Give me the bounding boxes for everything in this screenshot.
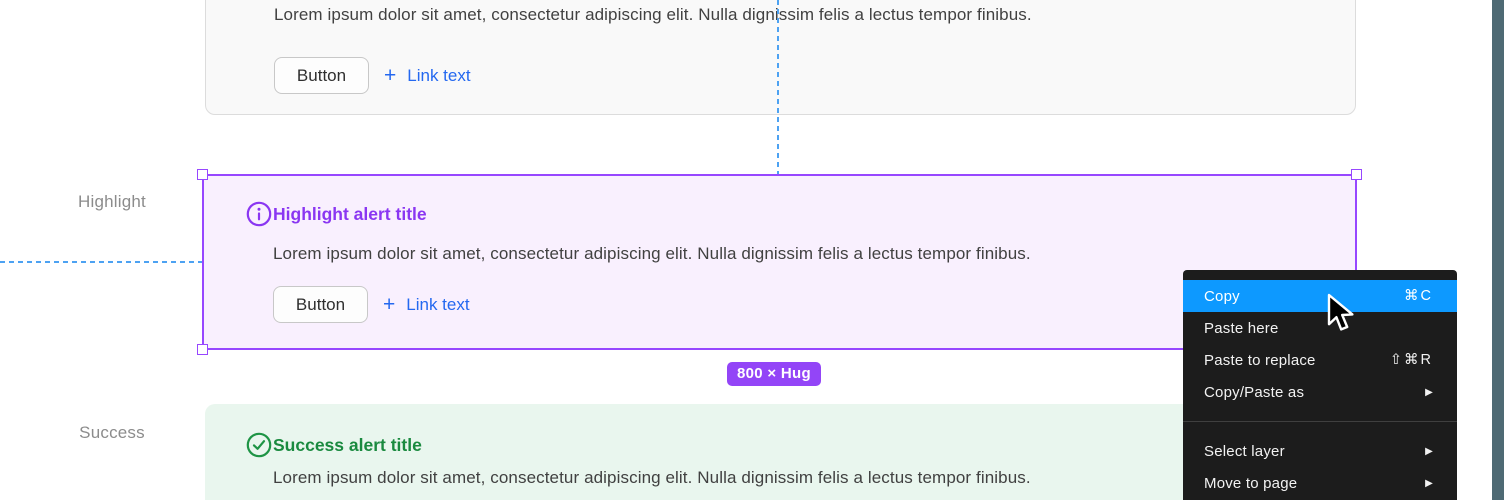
success-alert-card[interactable]: Success alert title Lorem ipsum dolor si… <box>205 404 1357 500</box>
menu-item-label: Paste here <box>1204 319 1279 337</box>
menu-item-label: Paste to replace <box>1204 351 1316 369</box>
selection-handle-top-right[interactable] <box>1351 169 1362 180</box>
highlight-alert-body: Lorem ipsum dolor sit amet, consectetur … <box>273 244 1031 263</box>
selection-handle-top-left[interactable] <box>197 169 208 180</box>
shortcut-paste-to-replace: ⇧⌘R <box>1389 352 1433 368</box>
success-alert-title: Success alert title <box>273 435 422 455</box>
menu-item-copy-paste-as[interactable]: Copy/Paste as ▶ <box>1183 376 1457 408</box>
submenu-arrow-icon: ▶ <box>1425 386 1433 398</box>
menu-item-label: Move to page <box>1204 474 1298 492</box>
highlight-alert-link[interactable]: + Link text <box>383 286 470 323</box>
menu-item-label: Copy/Paste as <box>1204 383 1305 401</box>
plus-icon: + <box>384 64 397 87</box>
menu-item-move-to-page[interactable]: Move to page ▶ <box>1183 467 1457 499</box>
menu-item-select-layer[interactable]: Select layer ▶ <box>1183 435 1457 467</box>
success-alert-body: Lorem ipsum dolor sit amet, consectetur … <box>273 468 1031 487</box>
default-alert-card[interactable]: Lorem ipsum dolor sit amet, consectetur … <box>205 0 1356 115</box>
alert-link[interactable]: + Link text <box>384 57 471 94</box>
menu-item-paste-here[interactable]: Paste here <box>1183 312 1457 344</box>
menu-item-copy[interactable]: Copy ⌘C <box>1183 280 1457 312</box>
menu-separator <box>1183 421 1457 422</box>
section-label-success: Success <box>79 423 145 442</box>
highlight-alert-button[interactable]: Button <box>273 286 368 323</box>
info-icon <box>246 201 272 227</box>
menu-item-label: Select layer <box>1204 442 1285 460</box>
section-label-highlight: Highlight <box>78 192 146 211</box>
mouse-cursor-icon <box>1326 293 1354 338</box>
shortcut-copy: ⌘C <box>1404 288 1433 304</box>
menu-item-paste-to-replace[interactable]: Paste to replace ⇧⌘R <box>1183 344 1457 376</box>
size-badge: 800 × Hug <box>727 362 821 386</box>
plus-icon: + <box>383 293 396 316</box>
alert-body-text: Lorem ipsum dolor sit amet, consectetur … <box>274 5 1032 24</box>
alert-button[interactable]: Button <box>274 57 369 94</box>
selection-handle-bottom-left[interactable] <box>197 344 208 355</box>
check-circle-icon <box>246 432 272 458</box>
menu-item-label: Copy <box>1204 287 1240 305</box>
highlight-alert-title: Highlight alert title <box>273 204 427 224</box>
highlight-alert-card-selected[interactable]: Highlight alert title Lorem ipsum dolor … <box>197 169 1362 355</box>
vertical-guide-line <box>777 0 779 174</box>
link-label: Link text <box>406 294 470 314</box>
submenu-arrow-icon: ▶ <box>1425 477 1433 489</box>
horizontal-guide-line <box>0 261 202 263</box>
right-edge-panel <box>1492 0 1504 500</box>
context-menu: Copy ⌘C Paste here Paste to replace ⇧⌘R … <box>1183 270 1457 500</box>
submenu-arrow-icon: ▶ <box>1425 445 1433 457</box>
link-label: Link text <box>407 65 471 85</box>
